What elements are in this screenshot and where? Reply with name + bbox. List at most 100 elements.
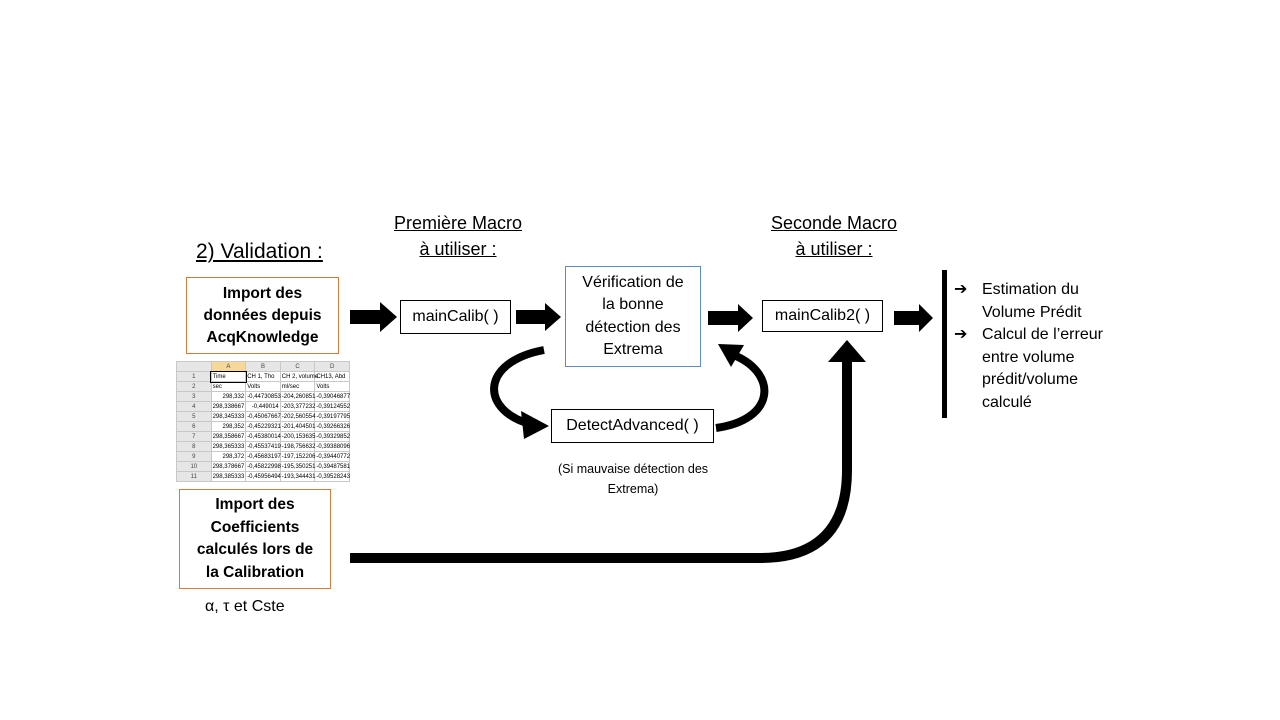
import-coef-line4: la Calibration xyxy=(205,563,305,581)
macro1-header: Première Macro à utiliser : xyxy=(378,210,538,262)
spreadsheet-cell: CH13, Abd xyxy=(314,371,350,382)
curved-arrow-to-detectadvanced xyxy=(490,346,545,428)
import-acq-line2: données depuis xyxy=(203,306,322,324)
spreadsheet-cell: 298,338667 xyxy=(210,401,247,412)
spreadsheet-col-d: D xyxy=(314,361,350,372)
verification-line2: la bonne xyxy=(602,296,664,313)
spreadsheet-cell: 298,332 xyxy=(210,391,247,402)
spreadsheet-cell: -197,152206 xyxy=(279,451,316,462)
verification-box: Vérification de la bonne détection des E… xyxy=(565,266,701,367)
spreadsheet-row-header: 3 xyxy=(176,391,212,402)
import-acq-line1: Import des xyxy=(222,284,303,302)
spreadsheet-cell: -0,39440772 xyxy=(314,451,351,462)
arrow-maincalib2-to-results xyxy=(894,304,933,332)
import-coef-line3: calculés lors de xyxy=(196,541,314,558)
import-coefficients-box: Import des Coefficients calculés lors de… xyxy=(179,489,331,589)
spreadsheet-cell: -0,45229321 xyxy=(245,421,281,432)
arrow-coefficients-to-maincalib2 xyxy=(350,340,866,563)
spreadsheet-cell: -0,39388096 xyxy=(314,441,351,452)
verification-line3: détection des xyxy=(585,318,681,336)
macro1-header-line1: Première Macro xyxy=(393,213,523,233)
result-item-error: ➔ Calcul de l’erreur entre volume prédit… xyxy=(954,324,1154,414)
spreadsheet-row-header: 10 xyxy=(176,461,212,472)
results-list: ➔ Estimation du Volume Prédit ➔ Calcul d… xyxy=(954,279,1154,414)
detectadvanced-box: DetectAdvanced( ) xyxy=(551,409,714,443)
spreadsheet-row-header: 7 xyxy=(176,431,212,442)
spreadsheet-cell: -0,39266326 xyxy=(314,421,351,432)
arrow-maincalib-to-verification xyxy=(516,303,561,331)
spreadsheet-cell: -203,377232 xyxy=(279,401,316,412)
spreadsheet-cell: CH 2, volume xyxy=(279,371,319,382)
spreadsheet-cell: -0,39528243 xyxy=(314,471,351,482)
curved-arrow-to-detectadvanced-head xyxy=(521,411,549,439)
maincalib2-label: mainCalib2( ) xyxy=(774,307,871,324)
spreadsheet-cell: -0,45683197 xyxy=(245,451,281,462)
spreadsheet-cell: -204,260851 xyxy=(279,391,316,402)
result-error-line4: calculé xyxy=(982,393,1032,411)
spreadsheet-cell: -0,45067667 xyxy=(245,411,281,422)
spreadsheet-cell: 298,365333 xyxy=(210,441,247,452)
verification-line1: Vérification de xyxy=(582,273,684,291)
spreadsheet-cell: -0,45956494 xyxy=(245,471,281,482)
result-volume-line1: Estimation du xyxy=(982,281,1079,298)
spreadsheet-cell: 298,352 xyxy=(210,421,247,432)
spreadsheet-cell: -0,45380014 xyxy=(245,431,281,442)
import-acq-line3: AcqKnowledge xyxy=(206,328,319,346)
spreadsheet-cell: Time xyxy=(210,370,247,383)
macro1-header-line2: à utiliser : xyxy=(419,239,497,259)
spreadsheet-cell: 298,378667 xyxy=(210,461,247,472)
spreadsheet-row-header: 8 xyxy=(176,441,212,452)
spreadsheet-row-header: 4 xyxy=(176,401,212,412)
spreadsheet-cell: -0,45537419 xyxy=(245,441,281,452)
spreadsheet-cell: CH 1, Tho xyxy=(245,371,281,382)
spreadsheet-cell: -0,449014 xyxy=(245,401,281,412)
section-title: 2) Validation : xyxy=(196,240,323,263)
spreadsheet-cell: -202,560554 xyxy=(279,411,316,422)
spreadsheet-header-row: A B C D xyxy=(176,361,350,372)
spreadsheet-row-header: 5 xyxy=(176,411,212,422)
spreadsheet-cell: -193,344431 xyxy=(279,471,316,482)
verification-line4: Extrema xyxy=(603,341,663,358)
spreadsheet-col-c: C xyxy=(279,361,316,372)
spreadsheet-cell: -200,153635 xyxy=(279,431,316,442)
spreadsheet-cell: 298,345333 xyxy=(210,411,247,422)
spreadsheet-cell: -195,350251 xyxy=(279,461,316,472)
spreadsheet-corner xyxy=(176,361,212,372)
spreadsheet-cell: Volts xyxy=(245,381,281,392)
coefficients-note: α, τ et Cste xyxy=(205,598,285,615)
detect-note-line2: Extrema) xyxy=(607,482,659,496)
spreadsheet-cell: sec xyxy=(210,381,247,392)
spreadsheet-cell: -0,39487581 xyxy=(314,461,351,472)
detectadvanced-label: DetectAdvanced( ) xyxy=(566,417,699,434)
maincalib-label: mainCalib( ) xyxy=(412,308,499,325)
spreadsheet-cell: -0,39124552 xyxy=(314,401,351,412)
spreadsheet-row-header: 1 xyxy=(176,371,212,382)
result-error-line3: prédit/volume xyxy=(982,371,1079,388)
result-item-volume: ➔ Estimation du Volume Prédit xyxy=(954,279,1154,324)
macro2-header-line2: à utiliser : xyxy=(795,239,873,259)
spreadsheet-col-b: B xyxy=(245,361,281,372)
spreadsheet-cell: -0,39197795 xyxy=(314,411,351,422)
spreadsheet-cell: Volts xyxy=(314,381,350,392)
result-volume-line2: Volume Prédit xyxy=(982,303,1082,321)
spreadsheet-row-header: 11 xyxy=(176,471,212,482)
import-acqknowledge-box: Import des données depuis AcqKnowledge xyxy=(186,277,339,354)
maincalib2-box: mainCalib2( ) xyxy=(762,300,883,332)
spreadsheet-col-a: A xyxy=(210,361,247,372)
spreadsheet-cell: -0,39046877 xyxy=(314,391,351,402)
curved-arrow-to-verification xyxy=(715,352,769,432)
result-error-line1: Calcul de l’erreur xyxy=(982,326,1103,343)
spreadsheet-row-header: 6 xyxy=(176,421,212,432)
spreadsheet-cell: 298,358667 xyxy=(210,431,247,442)
spreadsheet-cell: -0,45822998 xyxy=(245,461,281,472)
maincalib-box: mainCalib( ) xyxy=(400,300,511,334)
curved-arrow-to-verification-head xyxy=(718,344,744,367)
